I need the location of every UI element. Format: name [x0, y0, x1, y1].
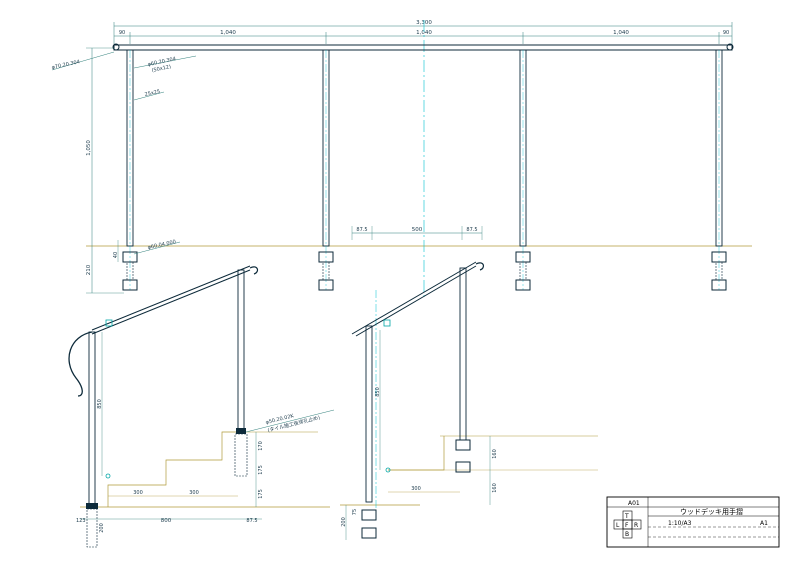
post-2	[318, 49, 334, 291]
left-rise1-dim: 170	[258, 441, 264, 451]
right-height-dim: 850	[375, 387, 381, 397]
post-leader	[133, 55, 197, 69]
sloped-rail-left	[91, 265, 251, 331]
span3-dim: 1,040	[613, 30, 629, 36]
svg-text:T: T	[624, 513, 629, 520]
side-view-right: 850 300 160 160 200 75	[340, 261, 598, 540]
left-offset-dim: 123	[76, 518, 86, 524]
rail-end-left	[112, 43, 120, 51]
svg-text:B: B	[625, 531, 629, 538]
left-base-dim: 200	[99, 523, 105, 533]
post-1	[122, 49, 138, 291]
left-height-dim: 850	[97, 399, 103, 409]
drawing-scale: 1:10/A3	[668, 520, 692, 527]
post-4	[711, 49, 727, 291]
rail-note: φ70.20.304	[51, 59, 80, 71]
base-small-dim: 40	[113, 252, 119, 258]
svg-text:L: L	[616, 522, 620, 529]
side-post-a	[88, 331, 96, 508]
title-block: A01 ウッドデッキ用手摺 1:10/A3 A1 T L F R B	[606, 496, 780, 548]
right-base-dim: 200	[341, 517, 347, 527]
view-orientation-cross: T L F R B	[613, 510, 642, 539]
height-dim: 1,050	[86, 140, 92, 156]
brace-note: 25x25	[144, 89, 161, 98]
end-left-dim: 90	[119, 30, 125, 36]
left-edge-dim: 87.5	[246, 518, 257, 524]
side-post-b	[237, 269, 245, 433]
side-view-left: 850 300 300 123 800 87.5 200 170 175 175…	[68, 265, 335, 548]
left-step1-dim: 300	[133, 490, 143, 496]
left-rise3-dim: 175	[258, 489, 264, 499]
detail-dim-a: 87.5	[356, 227, 367, 233]
sloped-rail-right	[351, 261, 477, 335]
brace-leader	[133, 91, 165, 101]
right-rise-small-dim: 75	[352, 509, 358, 515]
span1-dim: 1,040	[220, 30, 236, 36]
rail-end-right	[726, 43, 734, 51]
rail-scroll-left	[68, 331, 93, 397]
right-step-dim: 300	[411, 486, 421, 492]
post-note-a: φ60.20.304	[147, 56, 176, 68]
right-rise1-dim: 160	[492, 449, 498, 459]
drawing-title: ウッドデッキ用手摺	[680, 507, 743, 516]
rail-leader	[51, 51, 115, 71]
end-right-dim: 90	[723, 30, 729, 36]
ground-leader	[133, 241, 181, 255]
stairs-left	[107, 431, 238, 507]
side-post-c	[365, 325, 373, 503]
ground-note: φ60.04.000	[147, 239, 176, 251]
right-rise2-dim: 160	[492, 483, 498, 493]
side-post-d	[459, 267, 467, 441]
top-elevation: 3,300 90 1,040 1,040 1,040 90	[51, 20, 752, 300]
top-rail	[113, 44, 733, 51]
post-note-b: (50x12)	[151, 64, 171, 74]
svg-text:F: F	[625, 522, 629, 529]
left-rise2-dim: 175	[258, 465, 264, 475]
drawing-code: A1	[760, 520, 768, 527]
detail-dim-b: 500	[412, 227, 423, 233]
svg-text:R: R	[634, 522, 638, 529]
embed-dim: 210	[86, 264, 92, 275]
left-run-dim: 800	[161, 518, 172, 524]
left-step2-dim: 300	[189, 490, 199, 496]
stairs-right	[388, 436, 445, 471]
post-3	[515, 49, 531, 291]
sheet-number: A01	[628, 500, 640, 507]
span2-dim: 1,040	[416, 30, 432, 36]
detail-dim-c: 87.5	[466, 227, 477, 233]
